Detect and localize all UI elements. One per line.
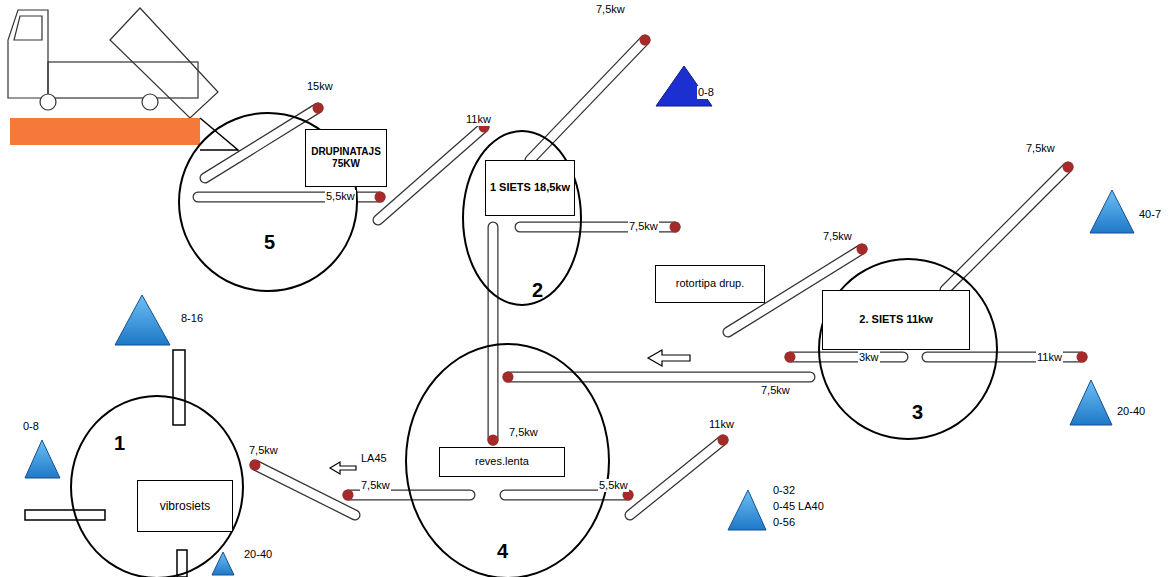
rating-label: 20-40 — [1116, 405, 1146, 418]
machine-label: vibrosiets — [160, 499, 211, 514]
rating-label: 40-7 — [1138, 208, 1162, 221]
conveyor-outline — [198, 40, 1082, 515]
conveyor-belt — [198, 40, 1082, 515]
truck — [8, 8, 218, 118]
rating-label: 0-56 — [772, 516, 796, 529]
station-circle: 3 2. SIETS 11kw — [818, 258, 998, 440]
rating-label: LA45 — [360, 452, 388, 465]
hopper — [200, 118, 238, 150]
rating-label: 8-16 — [180, 312, 204, 325]
rating-label: 7,5kw — [248, 444, 279, 457]
chutes — [25, 350, 187, 577]
rating-label: 7,5kw — [760, 384, 791, 397]
station-number: 5 — [264, 232, 275, 252]
machine-box: 2. SIETS 11kw — [822, 290, 970, 350]
machine-box: rotortipa drup. — [655, 265, 765, 303]
station-circle: 4 reves.lenta — [405, 343, 610, 577]
machine-label: rotortipa drup. — [676, 277, 744, 291]
machine-label: DRUPINATAJS 75KW — [309, 146, 383, 171]
rating-label: 7,5kw — [628, 220, 659, 233]
machine-box: DRUPINATAJS 75KW — [305, 129, 387, 187]
rating-label: 11kw — [1036, 351, 1063, 364]
rating-label: 20-40 — [243, 548, 273, 561]
station-number: 1 — [114, 433, 125, 453]
rating-label: 15kw — [306, 80, 334, 93]
drive-motors — [250, 35, 1088, 501]
ramp — [10, 118, 200, 145]
rating-label: 11kw — [465, 113, 492, 126]
stockpile — [25, 66, 1134, 575]
rating-label: 5,5kw — [598, 479, 629, 492]
machine-box: reves.lenta — [439, 447, 565, 477]
station-number: 4 — [497, 541, 508, 561]
station-circle: 2 1 SIETS 18,5kw — [462, 130, 582, 306]
machine-label: reves.lenta — [475, 455, 529, 469]
machine-label: 2. SIETS 11kw — [859, 313, 932, 327]
station-number: 3 — [912, 402, 923, 422]
machine-box: 1 SIETS 18,5kw — [485, 160, 575, 216]
rating-label: 3kw — [858, 351, 880, 364]
rating-label: 5,5kw — [325, 190, 356, 203]
station-number: 2 — [532, 280, 543, 300]
flow-arrow — [330, 350, 690, 474]
rating-label: 0-8 — [697, 86, 715, 99]
rating-label: 0-45 LA40 — [772, 500, 825, 513]
machine-box: vibrosiets — [137, 480, 233, 532]
rating-label: 7,5kw — [360, 479, 391, 492]
machine-label: 1 SIETS 18,5kw — [490, 181, 570, 195]
station-circle: 1 vibrosiets — [70, 395, 244, 577]
rating-label: 0-8 — [22, 420, 40, 433]
rating-label: 7,5kw — [1025, 142, 1056, 155]
rating-label: 7,5kw — [595, 3, 626, 16]
rating-label: 0-32 — [772, 484, 796, 497]
rating-label: 7,5kw — [508, 426, 539, 439]
rating-label: 7,5kw — [822, 230, 853, 243]
rating-label: 11kw — [708, 418, 735, 431]
